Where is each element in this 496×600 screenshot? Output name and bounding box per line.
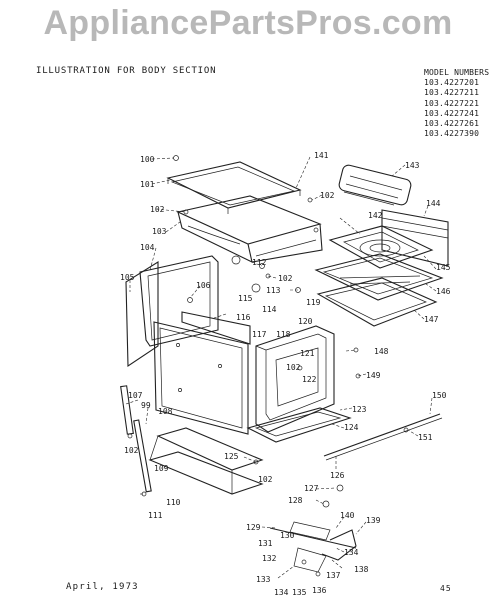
callout: 114 (262, 305, 277, 314)
callout: 121 (300, 349, 315, 358)
door-frame (316, 277, 438, 327)
callout: 137 (326, 571, 341, 580)
callout: 134 (344, 548, 359, 557)
callout: 102 (258, 475, 273, 484)
callout: 132 (262, 554, 277, 563)
callout: 146 (436, 287, 451, 296)
callout: 149 (366, 371, 381, 380)
bottom-tray (246, 407, 352, 443)
callout: 120 (298, 317, 313, 326)
callout: 131 (258, 539, 273, 548)
callout: 108 (158, 407, 173, 416)
callout: 115 (238, 294, 253, 303)
base-frame (148, 427, 264, 495)
callout: 103 (152, 227, 167, 236)
page-number: 45 (440, 584, 452, 593)
callout: 100 (140, 155, 155, 164)
model-numbers-header: MODEL NUMBERS (424, 68, 490, 77)
callout: 135 (292, 588, 307, 597)
callout: 125 (224, 452, 239, 461)
oven-liner (255, 325, 335, 433)
callout: 144 (426, 199, 441, 208)
callout: 124 (344, 423, 359, 432)
callout: 148 (374, 347, 389, 356)
callout-labels: 100 101 102 103 104 105 106 107 108 99 1… (120, 151, 451, 597)
callout: 112 (252, 258, 267, 267)
callout: 107 (128, 391, 143, 400)
callout: 106 (196, 281, 211, 290)
callout: 145 (436, 263, 451, 272)
callout: 105 (120, 273, 135, 282)
side-panel-left (125, 255, 219, 368)
callout: 102 (286, 363, 301, 372)
callout: 111 (148, 511, 163, 520)
model-number: 103.4227390 (424, 129, 480, 139)
callout: 102 (124, 446, 139, 455)
callout: 128 (288, 496, 303, 505)
diagram-title: ILLUSTRATION FOR BODY SECTION (36, 66, 217, 76)
callout: 123 (352, 405, 367, 414)
callout: 102 (320, 191, 335, 200)
callout: 122 (302, 375, 317, 384)
callout: 126 (330, 471, 345, 480)
callout: 102 (150, 205, 165, 214)
callout: 133 (256, 575, 271, 584)
top-panel (166, 161, 302, 214)
callout: 136 (312, 586, 327, 595)
top-frame (176, 195, 323, 263)
callout: 113 (266, 286, 281, 295)
callout: 117 (252, 330, 267, 339)
callout: 138 (354, 565, 369, 574)
model-number: 103.4227261 (424, 119, 480, 129)
hinge-assembly (269, 484, 357, 577)
model-number: 103.4227241 (424, 108, 480, 118)
model-numbers-block: MODEL NUMBERS 103.4227201 103.4227211 10… (424, 68, 489, 139)
callout: 116 (236, 313, 251, 322)
callout: 99 (141, 401, 151, 410)
leader-lines (125, 156, 437, 579)
callout: 147 (424, 315, 439, 324)
model-number: 103.4227211 (424, 88, 480, 98)
callout: 141 (314, 151, 329, 160)
callout: 140 (340, 511, 355, 520)
callout: 151 (418, 433, 433, 442)
trim-rod (323, 413, 443, 461)
callout: 142 (368, 211, 383, 220)
drip-tray (314, 253, 444, 301)
side-panel-right (381, 209, 449, 267)
callout: 134 (274, 588, 289, 597)
callout: 118 (276, 330, 291, 339)
watermark-logo: AppliancePartsPros.com (43, 4, 453, 42)
callout: 150 (432, 391, 447, 400)
callout: 110 (166, 498, 181, 507)
callout: 129 (246, 523, 261, 532)
publication-date: April, 1973 (66, 582, 139, 592)
model-number: 103.4227221 (424, 98, 480, 108)
callout: 130 (280, 531, 295, 540)
model-number: 103.4227201 (424, 78, 480, 88)
callout: 143 (405, 161, 420, 170)
callout: 109 (154, 464, 169, 473)
callout: 127 (304, 484, 319, 493)
callout: 119 (306, 298, 321, 307)
callout: 101 (140, 180, 155, 189)
callout: 102 (278, 274, 293, 283)
oven-rack (338, 164, 412, 206)
callout: 139 (366, 516, 381, 525)
callout: 104 (140, 243, 155, 252)
front-panel (153, 311, 251, 435)
